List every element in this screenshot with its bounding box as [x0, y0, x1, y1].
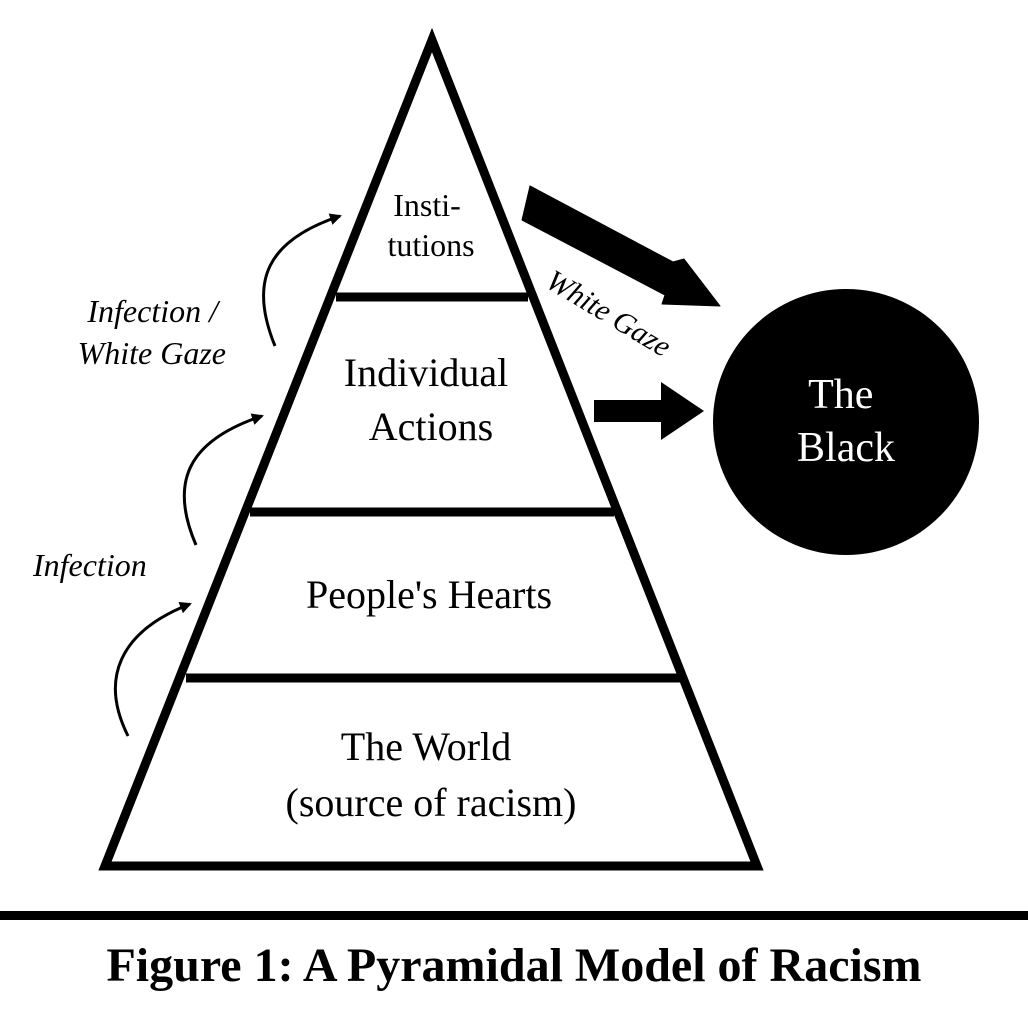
- infection-arrow-middle: [182, 413, 264, 546]
- infection-arrow-bottom: [113, 602, 192, 737]
- level-individual-actions-label: Individual Actions: [344, 350, 518, 449]
- white-gaze-arrow-horizontal: [594, 382, 704, 440]
- caption-rule: [0, 911, 1028, 920]
- infection-white-gaze-label: Infection / White Gaze: [78, 293, 226, 371]
- level-institutions-label: Insti- tutions: [387, 187, 474, 263]
- level-peoples-hearts-label: People's Hearts: [306, 572, 552, 617]
- the-black-label: The Black: [797, 372, 895, 471]
- infection-label: Infection: [32, 547, 147, 583]
- the-black-circle: [713, 289, 979, 555]
- white-gaze-arrow-diagonal: [521, 185, 721, 307]
- level-world-label: The World (source of racism): [286, 724, 577, 825]
- infection-arrow-top: [261, 213, 342, 347]
- pyramid-outline: [98, 27, 764, 871]
- figure-caption: Figure 1: A Pyramidal Model of Racism: [106, 939, 922, 992]
